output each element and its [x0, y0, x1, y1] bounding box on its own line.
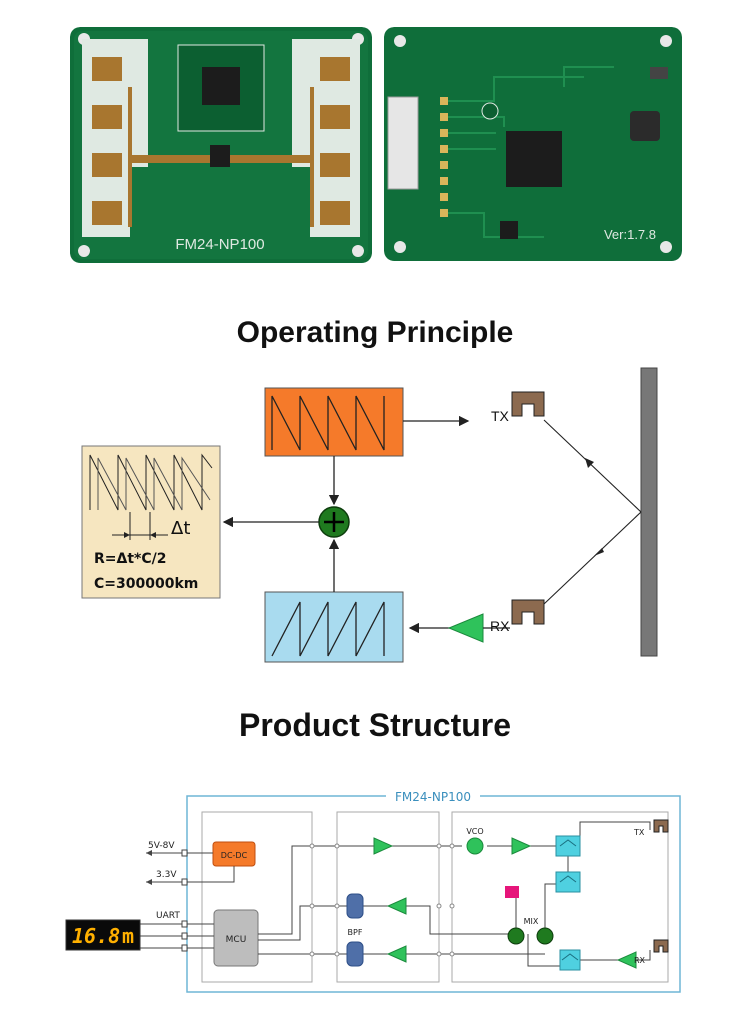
- range-formula: R=Δt*C/2: [94, 551, 167, 567]
- tx-driver-amp: [373, 837, 394, 855]
- tx-power-amp: [511, 837, 532, 855]
- rx-splitter: [559, 949, 581, 971]
- connector: [387, 96, 419, 190]
- rx-label: RX: [490, 618, 510, 634]
- distance-display: 16.8 m: [65, 919, 141, 951]
- mount-hole: [660, 241, 672, 253]
- mount-hole: [78, 245, 90, 257]
- mount-hole: [352, 245, 364, 257]
- delta-t-label: Δt: [171, 518, 190, 539]
- dcdc-label: DC-DC: [221, 851, 248, 860]
- time-delay-chart: Δt R=Δt*C/2 C=300000km: [81, 445, 221, 599]
- vco-label: VCO: [466, 827, 483, 836]
- mix-label: MIX: [524, 917, 539, 926]
- module-rx-label: RX: [634, 956, 646, 965]
- lo-splitter: [555, 871, 581, 893]
- component-board-photo: Ver:1.7.8: [384, 27, 682, 261]
- bpf-block: [346, 893, 364, 919]
- module-tx-antenna-icon: [653, 819, 669, 833]
- transceiver-chip: [202, 67, 240, 105]
- tx-label: TX: [491, 408, 510, 424]
- display-reading: 16.8: [72, 924, 120, 948]
- mixer-q: [536, 927, 554, 945]
- mixer-chip: [210, 145, 230, 167]
- product-structure-heading: Product Structure: [238, 707, 512, 743]
- tx-sawtooth-wave: [271, 395, 385, 451]
- display-unit: m: [122, 924, 134, 948]
- mcu-label: MCU: [226, 935, 247, 945]
- rx-sawtooth-wave: [271, 601, 385, 657]
- bpf-label: BPF: [348, 928, 363, 937]
- bpf-block: [346, 941, 364, 967]
- rx-lna: [616, 951, 637, 969]
- if-amp-1: [386, 897, 407, 915]
- mount-hole: [394, 35, 406, 47]
- vco-node: [466, 837, 484, 855]
- board-model-label: FM24-NP100: [175, 236, 264, 253]
- mixer-i: [507, 927, 525, 945]
- pin-power-label: 5V-8V: [148, 841, 175, 851]
- module-outline: [186, 795, 681, 993]
- tx-antenna-pads: [92, 57, 122, 225]
- receive-sawtooth-block: [264, 591, 404, 663]
- inductor: [630, 111, 660, 141]
- module-rx-antenna-icon: [653, 939, 669, 953]
- mcu-block: [213, 909, 259, 967]
- speed-of-light-constant: C=300000km: [94, 576, 198, 592]
- tx-antenna-icon: [511, 391, 545, 417]
- firmware-version-label: Ver:1.7.8: [604, 227, 656, 242]
- tx-splitter: [555, 835, 581, 857]
- pin-3v3-label: 3.3V: [156, 870, 177, 880]
- pin-uart-label: UART: [156, 911, 180, 921]
- module-title: FM24-NP100: [395, 790, 471, 804]
- mount-hole: [394, 241, 406, 253]
- rx-antenna-pads: [320, 57, 350, 225]
- antenna-board-photo: FM24-NP100: [70, 27, 372, 263]
- operating-principle-heading: Operating Principle: [236, 316, 514, 349]
- mount-hole: [660, 35, 672, 47]
- if-amp-2: [386, 945, 407, 963]
- mcu-chip: [506, 131, 562, 187]
- module-tx-label: TX: [633, 828, 645, 837]
- rx-antenna-icon: [511, 599, 545, 625]
- phase-shifter: [505, 886, 519, 898]
- transmit-sawtooth-block: [264, 387, 404, 457]
